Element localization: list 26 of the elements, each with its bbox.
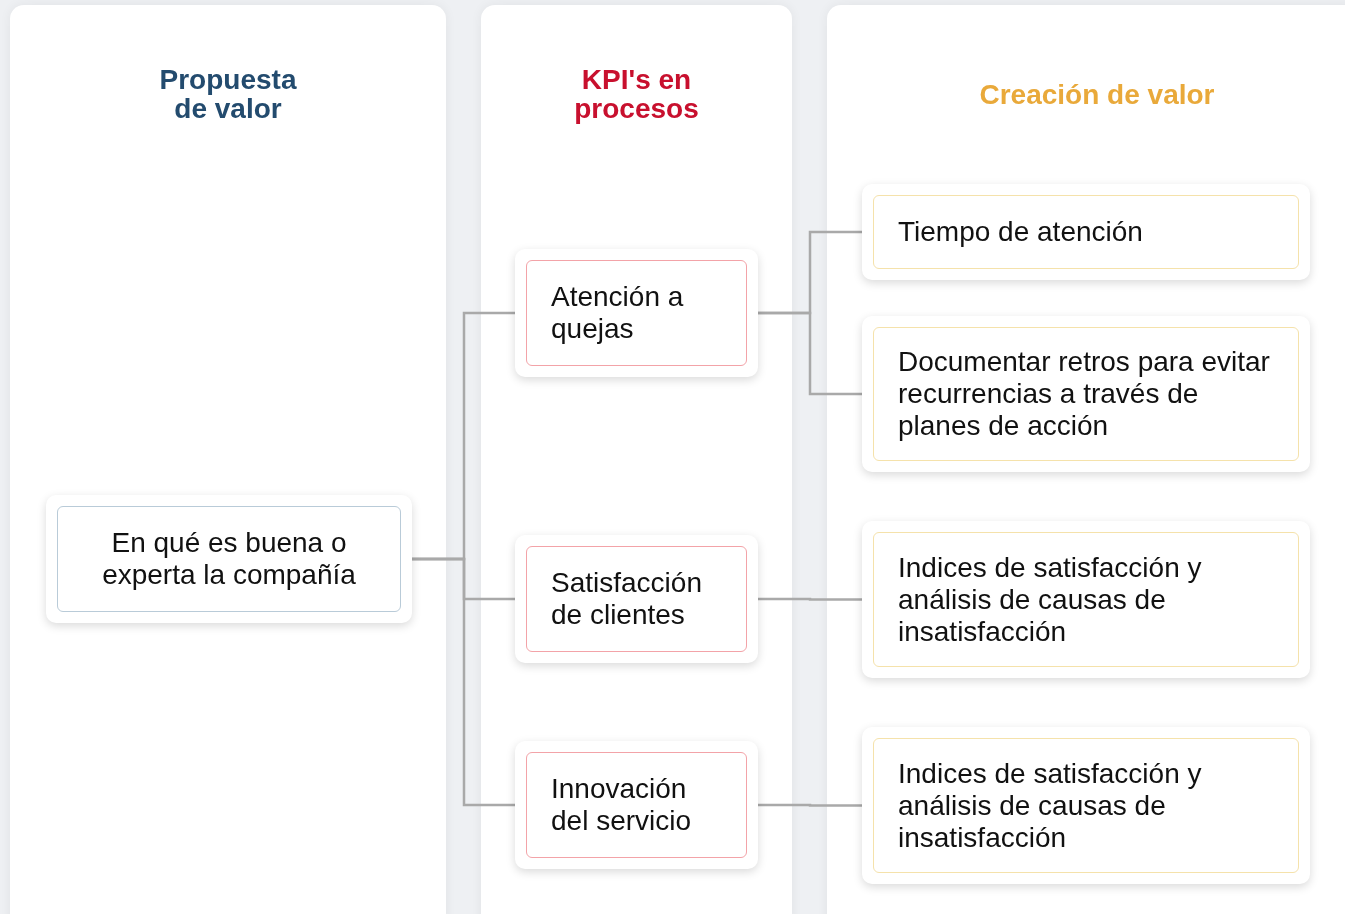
column-panel xyxy=(10,5,446,914)
text-box: Satisfacción de clientes xyxy=(526,546,747,652)
card xyxy=(862,521,1310,678)
text-box: Indices de satisfacción y análisis de causas de insatisfacción xyxy=(873,738,1299,873)
connector-line xyxy=(758,311,862,396)
text-box: Documentar retros para evitar recurrencias a través de planes de acción xyxy=(873,327,1299,461)
connector-line xyxy=(758,597,862,601)
card xyxy=(46,495,412,623)
column-heading: Propuesta de valor xyxy=(158,65,298,123)
card xyxy=(862,316,1310,472)
card xyxy=(862,727,1310,884)
column-panel xyxy=(481,5,792,914)
connector-line xyxy=(758,803,862,807)
card xyxy=(515,249,758,377)
text-box: Innovación del servicio xyxy=(526,752,747,858)
card xyxy=(515,535,758,663)
column-heading: Creación de valor xyxy=(978,80,1216,109)
card xyxy=(515,741,758,869)
connector-line xyxy=(412,557,515,807)
text-box: Atención a quejas xyxy=(526,260,747,366)
text-box: Tiempo de atención xyxy=(873,195,1299,269)
text-box: En qué es buena o experta la compañía xyxy=(57,506,401,612)
card xyxy=(862,184,1310,280)
text-box: Indices de satisfacción y análisis de causas de insatisfacción xyxy=(873,532,1299,667)
column-panel xyxy=(827,5,1345,914)
column-heading: KPI's en procesos xyxy=(573,65,700,123)
